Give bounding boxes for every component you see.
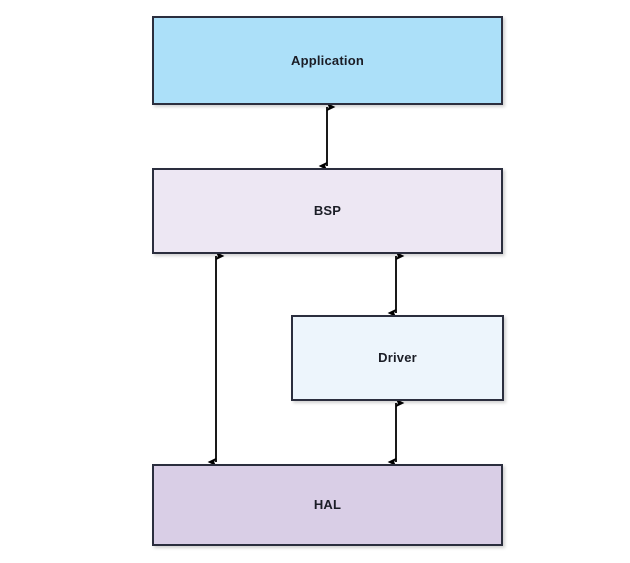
- node-bsp-label: BSP: [313, 203, 342, 219]
- node-application-label: Application: [291, 52, 364, 68]
- node-hal[interactable]: HAL: [152, 464, 503, 546]
- node-bsp[interactable]: BSP: [152, 168, 503, 254]
- node-driver[interactable]: Driver: [291, 315, 504, 401]
- node-hal-label: HAL: [313, 497, 342, 513]
- node-driver-label: Driver: [378, 350, 417, 366]
- node-application[interactable]: Application: [152, 16, 503, 105]
